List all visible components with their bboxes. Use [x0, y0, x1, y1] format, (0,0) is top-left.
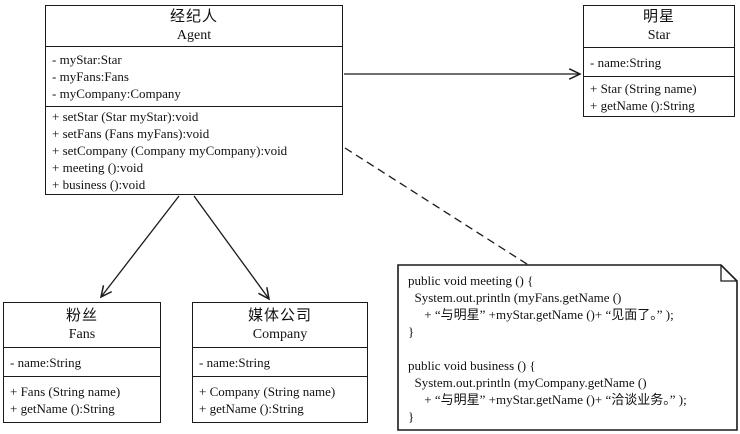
code-line: System.out.println (myCompany.getName ()	[408, 375, 647, 390]
method-row: + getName ():String	[199, 400, 304, 416]
attribute-row: - name:String	[10, 354, 82, 370]
class-company-attributes: - name:String	[193, 347, 367, 376]
class-fans: 粉丝 Fans - name:String + Fans (String nam…	[3, 302, 161, 423]
attribute-row: - myFans:Fans	[52, 69, 129, 85]
class-fans-methods: + Fans (String name) + getName ():String	[4, 376, 160, 422]
class-company-name-zh: 媒体公司	[247, 307, 312, 324]
note-anchor-line	[344, 147, 531, 267]
code-line: System.out.println (myFans.getName ()	[408, 290, 622, 305]
class-agent-name-en: Agent	[176, 27, 212, 43]
method-row: + setStar (Star myStar):void	[52, 109, 199, 124]
class-star-attributes: - name:String	[584, 47, 734, 76]
class-star: 明星 Star - name:String + Star (String nam…	[583, 5, 735, 117]
code-line: }	[408, 409, 415, 424]
class-fans-title: 粉丝 Fans	[4, 303, 160, 347]
class-star-title: 明星 Star	[584, 6, 734, 47]
class-fans-attributes: - name:String	[4, 347, 160, 376]
code-line: + “与明星” +myStar.getName ()+ “见面了。” );	[408, 307, 674, 322]
method-row: + setCompany (Company myCompany):void	[52, 143, 288, 158]
method-row: + getName ():String	[590, 97, 695, 113]
method-row: + business ():void	[52, 177, 146, 192]
class-star-name-en: Star	[647, 28, 671, 44]
class-agent-attributes: - myStar:Star - myFans:Fans - myCompany:…	[46, 46, 342, 106]
note-shape	[397, 264, 738, 431]
method-row: + Company (String name)	[199, 383, 336, 399]
class-agent-title: 经纪人 Agent	[46, 6, 342, 46]
class-company-name-en: Company	[252, 326, 308, 342]
class-company: 媒体公司 Company - name:String + Company (St…	[192, 302, 368, 423]
class-agent-name-zh: 经纪人	[169, 8, 218, 25]
attribute-row: - name:String	[590, 54, 662, 70]
code-line: }	[408, 324, 415, 339]
attribute-row: - myCompany:Company	[52, 86, 181, 102]
class-fans-name-en: Fans	[68, 326, 96, 342]
code-line: + “与明星” +myStar.getName ()+ “洽谈业务。” );	[408, 392, 687, 407]
code-line: public void business () {	[408, 358, 536, 373]
method-row: + setFans (Fans myFans):void	[52, 126, 210, 141]
class-company-title: 媒体公司 Company	[193, 303, 367, 347]
association-agent-company	[193, 195, 269, 299]
class-star-name-zh: 明星	[642, 9, 675, 26]
code-line	[408, 340, 731, 357]
class-star-methods: + Star (String name) + getName ():String	[584, 76, 734, 116]
method-row: + Star (String name)	[590, 80, 697, 96]
attribute-row: - myStar:Star	[52, 52, 122, 68]
class-agent: 经纪人 Agent - myStar:Star - myFans:Fans - …	[45, 5, 343, 195]
code-line: public void meeting () {	[408, 273, 534, 288]
association-agent-fans	[101, 195, 180, 297]
method-row: + meeting ():void	[52, 160, 144, 175]
method-row: + Fans (String name)	[10, 383, 121, 399]
method-row: + getName ():String	[10, 400, 115, 416]
class-fans-name-zh: 粉丝	[65, 307, 98, 324]
class-company-methods: + Company (String name) + getName ():Str…	[193, 376, 367, 422]
code-note: public void meeting () { System.out.prin…	[398, 265, 737, 431]
note-fold-corner	[720, 265, 737, 282]
attribute-row: - name:String	[199, 354, 271, 370]
class-agent-methods: + setStar (Star myStar):void + setFans (…	[46, 106, 342, 194]
